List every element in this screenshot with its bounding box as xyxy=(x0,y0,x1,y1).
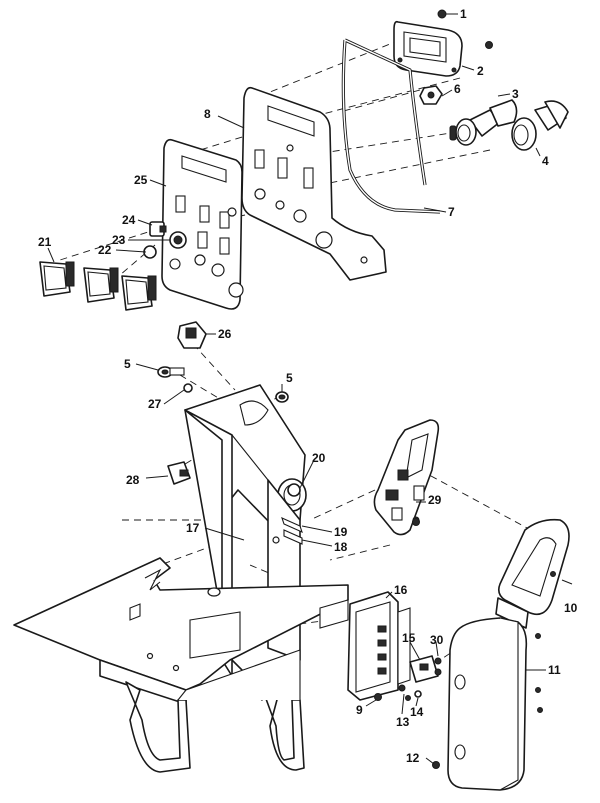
callout-23: 23 xyxy=(112,233,126,247)
callout-25: 25 xyxy=(134,173,148,187)
callout-24: 24 xyxy=(122,213,136,227)
connector-part-26 xyxy=(177,321,207,349)
callout-26: 26 xyxy=(218,327,232,341)
bracket-part-19 xyxy=(281,516,303,545)
clamp-part-15 xyxy=(409,655,439,683)
callout-21: 21 xyxy=(38,235,52,249)
callout-8: 8 xyxy=(204,107,211,121)
screw-part-1b xyxy=(485,41,493,49)
floor-plate xyxy=(13,557,349,705)
callout-30: 30 xyxy=(430,633,444,647)
callout-7: 7 xyxy=(448,205,455,219)
switch-part-4 xyxy=(511,100,569,151)
gasket-part-7 xyxy=(341,38,441,214)
indicator-part-24 xyxy=(149,221,167,237)
washer-part-14 xyxy=(414,690,422,698)
callout-17: 17 xyxy=(186,521,200,535)
callout-13: 13 xyxy=(396,715,410,729)
lamp-part-22 xyxy=(143,245,181,270)
screw-part-1 xyxy=(437,9,447,19)
leader-lines xyxy=(47,13,546,765)
callout-16: 16 xyxy=(394,583,408,597)
grommet-part-5a xyxy=(157,366,185,378)
callout-15: 15 xyxy=(402,631,416,645)
callout-28: 28 xyxy=(126,473,140,487)
callout-27: 27 xyxy=(148,397,162,411)
callout-19: 19 xyxy=(334,525,348,539)
rocker-switches-part-21 xyxy=(39,261,157,311)
pedal-arms xyxy=(125,649,305,773)
callout-labels: 1 2 3 4 6 7 8 25 24 23 22 21 26 5 5 27 2… xyxy=(38,7,578,765)
callout-2: 2 xyxy=(477,64,484,78)
callout-14: 14 xyxy=(410,705,424,719)
callout-5b: 5 xyxy=(286,371,293,385)
display-housing-part-2 xyxy=(393,20,463,77)
washer-part-27 xyxy=(183,383,193,393)
cover-part-11 xyxy=(447,617,543,791)
callout-12: 12 xyxy=(406,751,420,765)
controller-module-part-16 xyxy=(347,591,411,701)
screw-part-30 xyxy=(434,657,442,676)
callout-29: 29 xyxy=(428,493,442,507)
callout-6: 6 xyxy=(454,82,461,96)
handle-bracket xyxy=(495,518,570,629)
callout-18: 18 xyxy=(334,540,348,554)
pin-part-17 xyxy=(204,527,245,541)
screw-part-10 xyxy=(561,579,573,585)
knob-part-23 xyxy=(169,231,187,249)
controller-board xyxy=(373,419,440,536)
switch-plate-part-25 xyxy=(161,138,244,310)
relay-part-28 xyxy=(167,461,191,485)
switch-part-3 xyxy=(449,99,518,146)
callout-10: 10 xyxy=(564,601,578,615)
bearing-part-20 xyxy=(287,483,301,497)
callout-11: 11 xyxy=(548,663,561,677)
dash-panel-part-8 xyxy=(241,86,387,281)
screw-part-9 xyxy=(374,693,382,701)
callout-5a: 5 xyxy=(124,357,131,371)
callout-20: 20 xyxy=(312,451,326,465)
grommet-part-5b xyxy=(275,391,289,403)
screw-part-13 xyxy=(398,684,411,701)
screw-part-29 xyxy=(412,518,420,526)
screw-part-12 xyxy=(432,761,440,769)
callout-1: 1 xyxy=(460,7,467,21)
nut-part-6 xyxy=(419,85,443,105)
callout-22: 22 xyxy=(98,243,112,257)
callout-9: 9 xyxy=(356,703,363,717)
callout-3: 3 xyxy=(512,87,519,101)
callout-4: 4 xyxy=(542,154,549,168)
